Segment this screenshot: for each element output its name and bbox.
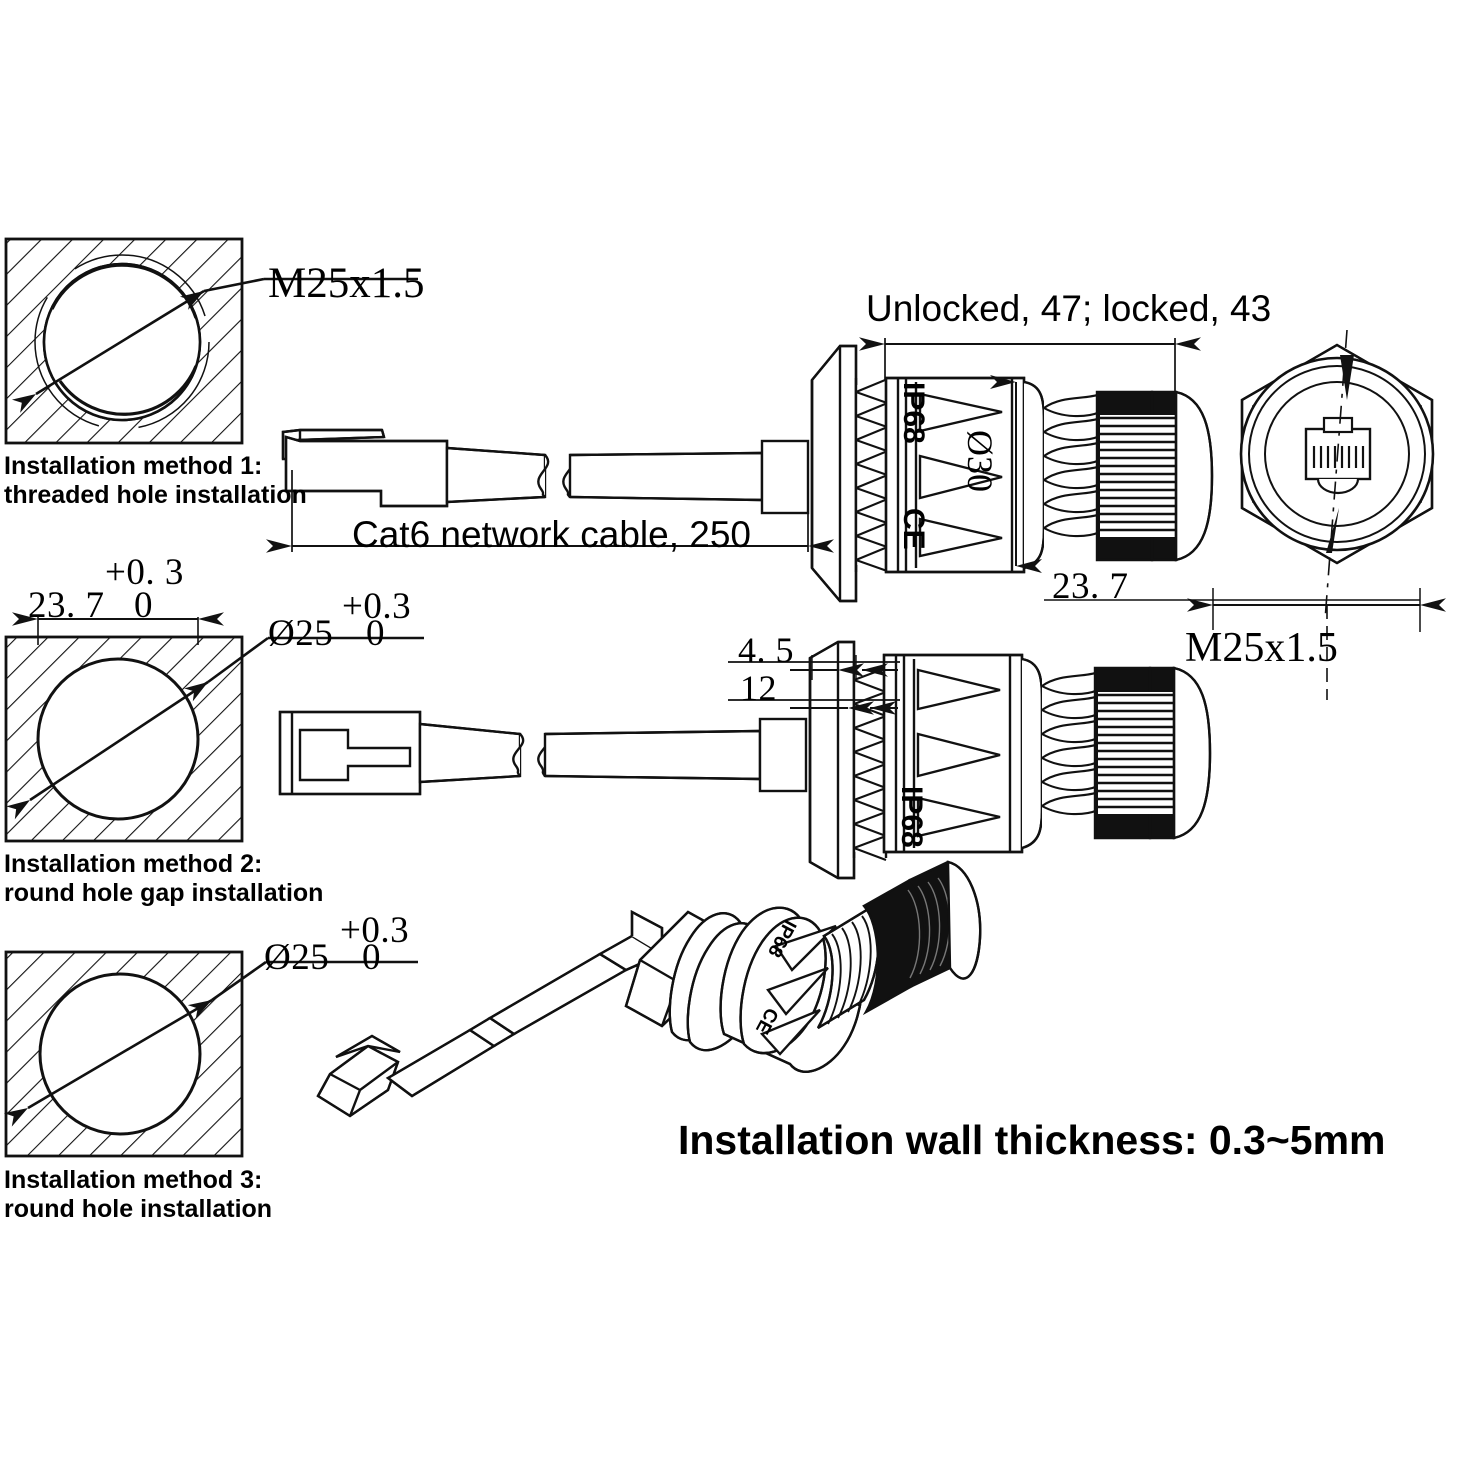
marking-ip68-top: IP68 [897, 382, 930, 444]
dim-label-thread-length: 12 [740, 668, 777, 708]
method-3-section-view [3, 950, 418, 1158]
dim-label-panel-thickness: 4. 5 [738, 630, 794, 670]
method1-label-line2: threaded hole installation [4, 481, 307, 509]
marking-diameter-top: Ø30 [960, 430, 1000, 492]
rj45-plug-top [281, 428, 449, 508]
method2-width-tol-upper: +0. 3 [105, 552, 184, 593]
dim-label-body-height: 23. 7 [1052, 566, 1129, 607]
method-2-section-view [4, 612, 424, 843]
method2-label-line1: Installation method 2: [4, 850, 263, 878]
method3-label-line1: Installation method 3: [4, 1166, 263, 1194]
dim-unlocked-locked [859, 337, 1201, 392]
method2-dia-value: Ø25 [268, 613, 334, 654]
marking-ce-top: CE [897, 508, 930, 550]
method2-label-line2: round hole gap installation [4, 879, 324, 907]
front-view-hex [1187, 329, 1446, 700]
note-wall-thickness: Installation wall thickness: 0.3~5mm [678, 1117, 1386, 1163]
method2-width-tol-lower: 0 [134, 585, 153, 626]
callout-method1-thread: M25x1.5 [268, 260, 425, 307]
method3-label-line2: round hole installation [4, 1195, 273, 1223]
method3-dia-value: Ø25 [264, 937, 330, 978]
dim-label-unlocked-locked: Unlocked, 47; locked, 43 [866, 288, 1272, 329]
method3-dia-tol-upper: +0.3 [340, 910, 410, 951]
method1-label-line1: Installation method 1: [4, 452, 263, 480]
middle-assembly-side-view [278, 640, 1212, 880]
isometric-connector-view [316, 860, 982, 1118]
rj45-plug-middle [278, 710, 422, 796]
method3-dia-tol-lower: 0 [362, 937, 381, 978]
dim-cable-length [266, 470, 834, 553]
dim-label-cable: Cat6 network cable, 250 [352, 514, 752, 555]
top-assembly-side-view [281, 344, 1214, 603]
method2-width-value: 23. 7 [28, 585, 105, 626]
dim-label-front-thread: M25x1.5 [1185, 625, 1338, 671]
marking-ip68-middle: IP68 [895, 786, 928, 848]
method-1-section-view [4, 237, 418, 445]
method2-dia-tol-upper: +0.3 [342, 586, 412, 627]
method2-dia-tol-lower: 0 [366, 613, 385, 654]
